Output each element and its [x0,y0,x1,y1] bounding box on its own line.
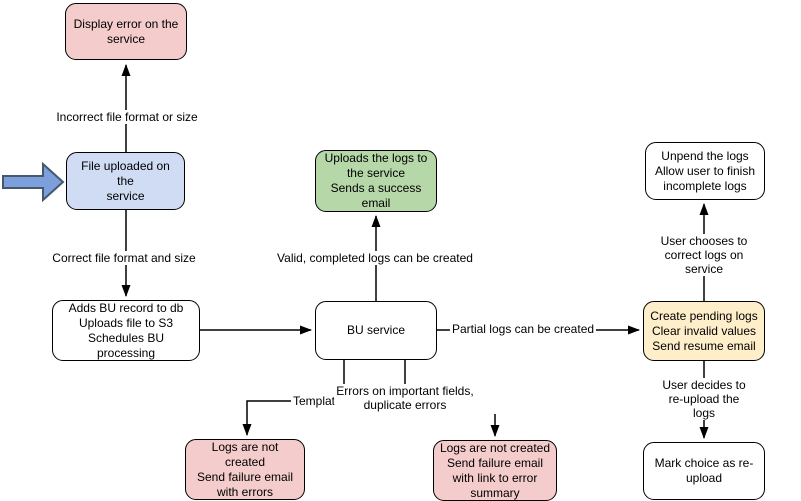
node-display-error: Display error on the service [65,3,187,60]
edge-label-correct-on-service: User chooses to correct logs on service [655,234,753,276]
node-file-uploaded: File uploaded on the service [66,152,185,210]
node-create-pending: Create pending logs Clear invalid values… [643,301,765,361]
node-unpend-logs: Unpend the logs Allow user to finish inc… [645,142,765,200]
node-adds-bu-record: Adds BU record to db Uploads file to S3 … [52,300,200,361]
node-failure-summary: Logs are not created Send failure email … [433,440,557,501]
edge-label-incorrect-format: Incorrect file format or size [54,110,200,124]
edge-label-correct-format: Correct file format and size [50,251,198,265]
edge-label-important-field-errors: Errors on important fields, duplicate er… [334,384,476,412]
node-mark-reupload: Mark choice as re- upload [643,442,765,500]
node-upload-success: Uploads the logs to the service Sends a … [315,150,437,212]
node-bu-service: BU service [315,301,437,360]
edge-label-reupload: User decides to re-upload the logs [655,378,753,420]
node-failure-errors: Logs are not created Send failure email … [185,439,305,500]
entry-pointer-arrow-icon [2,161,65,203]
edge-label-partial-logs: Partial logs can be created [449,322,597,336]
edge-label-valid-logs: Valid, completed logs can be created [275,251,475,265]
